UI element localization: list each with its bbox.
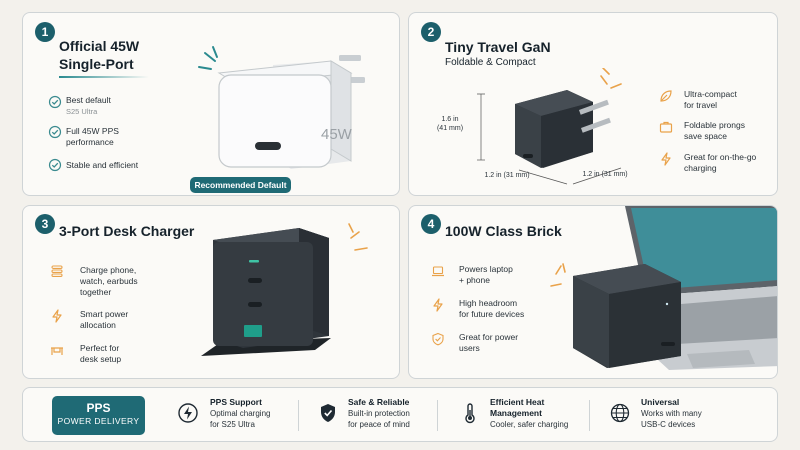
panel-number: 4 xyxy=(421,214,441,234)
feature-text: Great for on-the-go charging xyxy=(684,152,757,173)
divider xyxy=(437,400,438,431)
panel-title: 3-Port Desk Charger xyxy=(59,223,195,239)
desk-charger-image xyxy=(201,223,368,356)
feature-text: Charge phone, watch, earbuds together xyxy=(80,265,138,297)
panel-desk-charger: 3 3-Port Desk Charger Charge phone, watc… xyxy=(22,205,400,379)
dimension-width-right: 1.2 in (31 mm) xyxy=(582,171,628,178)
check-circle-icon xyxy=(48,125,62,139)
panel-subtitle: Foldable & Compact xyxy=(445,57,536,68)
lightning-circle-icon xyxy=(178,403,198,423)
bottom-feature: Universal Works with many USB-C devices xyxy=(641,397,702,429)
title-underline xyxy=(59,76,149,78)
divider xyxy=(589,400,590,431)
panel-title: Tiny Travel GaN xyxy=(445,39,551,55)
laptop-and-brick-image xyxy=(550,206,777,370)
stack-icon xyxy=(51,265,63,277)
panel-official-45w: 1 Official 45W Single-Port Best default … xyxy=(22,12,400,196)
feature-text: Foldable prongs save space xyxy=(684,120,745,141)
divider xyxy=(298,400,299,431)
shield-icon xyxy=(321,404,335,422)
laptop-icon xyxy=(432,266,444,277)
feature-text: Great for power users xyxy=(459,332,519,353)
features-bar: PPS POWER DELIVERY PPS Support Optimal c… xyxy=(22,387,778,442)
check-circle-icon xyxy=(48,95,62,109)
dimension-width-left: 1.2 in (31 mm) xyxy=(484,172,530,179)
feature-text: Full 45W PPS performance xyxy=(66,126,119,147)
feature-text: Perfect for desk setup xyxy=(80,343,122,364)
charger-label: 45W xyxy=(321,126,353,143)
feature-text: Smart power allocation xyxy=(80,309,129,330)
pps-badge: PPS POWER DELIVERY xyxy=(52,396,145,435)
feature-text: Stable and efficient xyxy=(66,160,139,170)
leaf-icon xyxy=(660,90,672,102)
gan-charger-image xyxy=(477,68,622,185)
feature-text: Ultra-compact for travel xyxy=(684,89,737,110)
lightning-icon xyxy=(52,309,62,323)
panel-number: 1 xyxy=(35,22,55,42)
desk-icon xyxy=(51,347,63,355)
panel-100w-brick: 4 100W Class Brick Powers laptop + phone… xyxy=(408,205,778,379)
feature-text: Powers laptop + phone xyxy=(459,264,513,285)
check-circle-icon xyxy=(48,158,62,172)
bottom-feature: Safe & Reliable Built-in protection for … xyxy=(348,397,410,429)
panel-title-line1: Official 45W xyxy=(59,38,140,54)
lightning-icon xyxy=(661,152,671,166)
single-port-charger-image: 45W xyxy=(198,46,365,169)
panel-travel-gan: 2 Tiny Travel GaN Foldable & Compact 1.6… xyxy=(408,12,778,196)
feature-text: High headroom for future devices xyxy=(459,298,525,319)
shield-check-icon xyxy=(432,332,444,346)
panel-number: 2 xyxy=(421,22,441,42)
bottom-feature: PPS Support Optimal charging for S25 Ult… xyxy=(210,397,271,429)
globe-icon xyxy=(610,403,630,423)
briefcase-icon xyxy=(659,121,673,133)
bottom-feature: Efficient Heat Management Cooler, safer … xyxy=(490,397,569,429)
dimension-height: 1.6 in (41 mm) xyxy=(436,116,464,132)
panel-number: 3 xyxy=(35,214,55,234)
panel-title: 100W Class Brick xyxy=(445,223,562,239)
thermometer-icon xyxy=(465,403,475,424)
panel-title-line2: Single-Port xyxy=(59,56,134,72)
recommended-badge: Recommended Default xyxy=(190,177,291,193)
feature-text: Best default S25 Ultra xyxy=(66,95,111,116)
lightning-icon xyxy=(433,298,443,312)
